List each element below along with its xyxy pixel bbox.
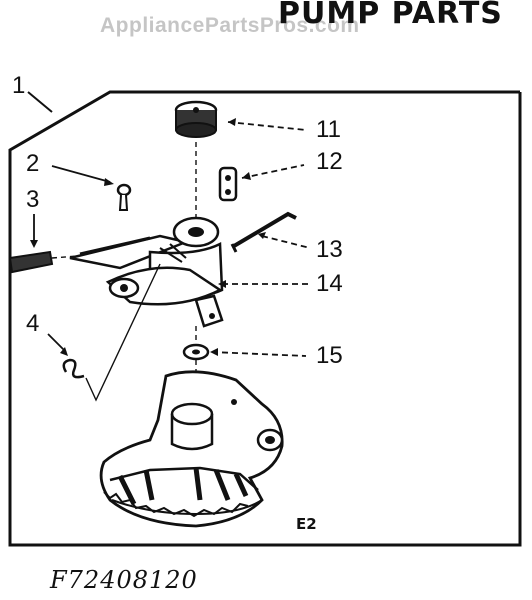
leader-15 — [211, 351, 307, 357]
callout-1: 1 — [12, 72, 26, 99]
callout-13: 13 — [316, 236, 343, 263]
pump-housing — [99, 370, 284, 528]
callout-3: 3 — [26, 186, 40, 213]
leader-2 — [51, 165, 111, 183]
callout-12: 12 — [316, 148, 343, 175]
callout-4: 4 — [26, 310, 40, 337]
callout-11: 11 — [316, 116, 341, 143]
pump-cover-part-14 — [69, 216, 224, 328]
washer-part-15 — [182, 343, 210, 361]
leader-4 — [47, 333, 67, 353]
callout-15: 15 — [316, 342, 343, 369]
leader-12 — [241, 164, 305, 179]
clip-part-12 — [218, 166, 238, 202]
pulley-part-11 — [174, 100, 218, 138]
leader-1 — [27, 91, 53, 113]
pad-part-3 — [8, 250, 54, 274]
diagram-part-number: F72408120 — [50, 566, 198, 594]
frame-outline — [8, 90, 522, 547]
spring-clip-part-4 — [62, 358, 85, 379]
leader-11 — [227, 121, 307, 131]
diagram-title: PUMP PARTS — [278, 0, 503, 31]
callout-2: 2 — [26, 150, 40, 177]
leader-13 — [261, 235, 311, 249]
rod-part-13 — [230, 211, 297, 253]
callout-14: 14 — [316, 270, 343, 297]
watermark-text: AppliancePartsPros.com — [100, 14, 360, 37]
pin-part-2 — [116, 183, 132, 211]
sheet-code: E2 — [296, 515, 317, 533]
